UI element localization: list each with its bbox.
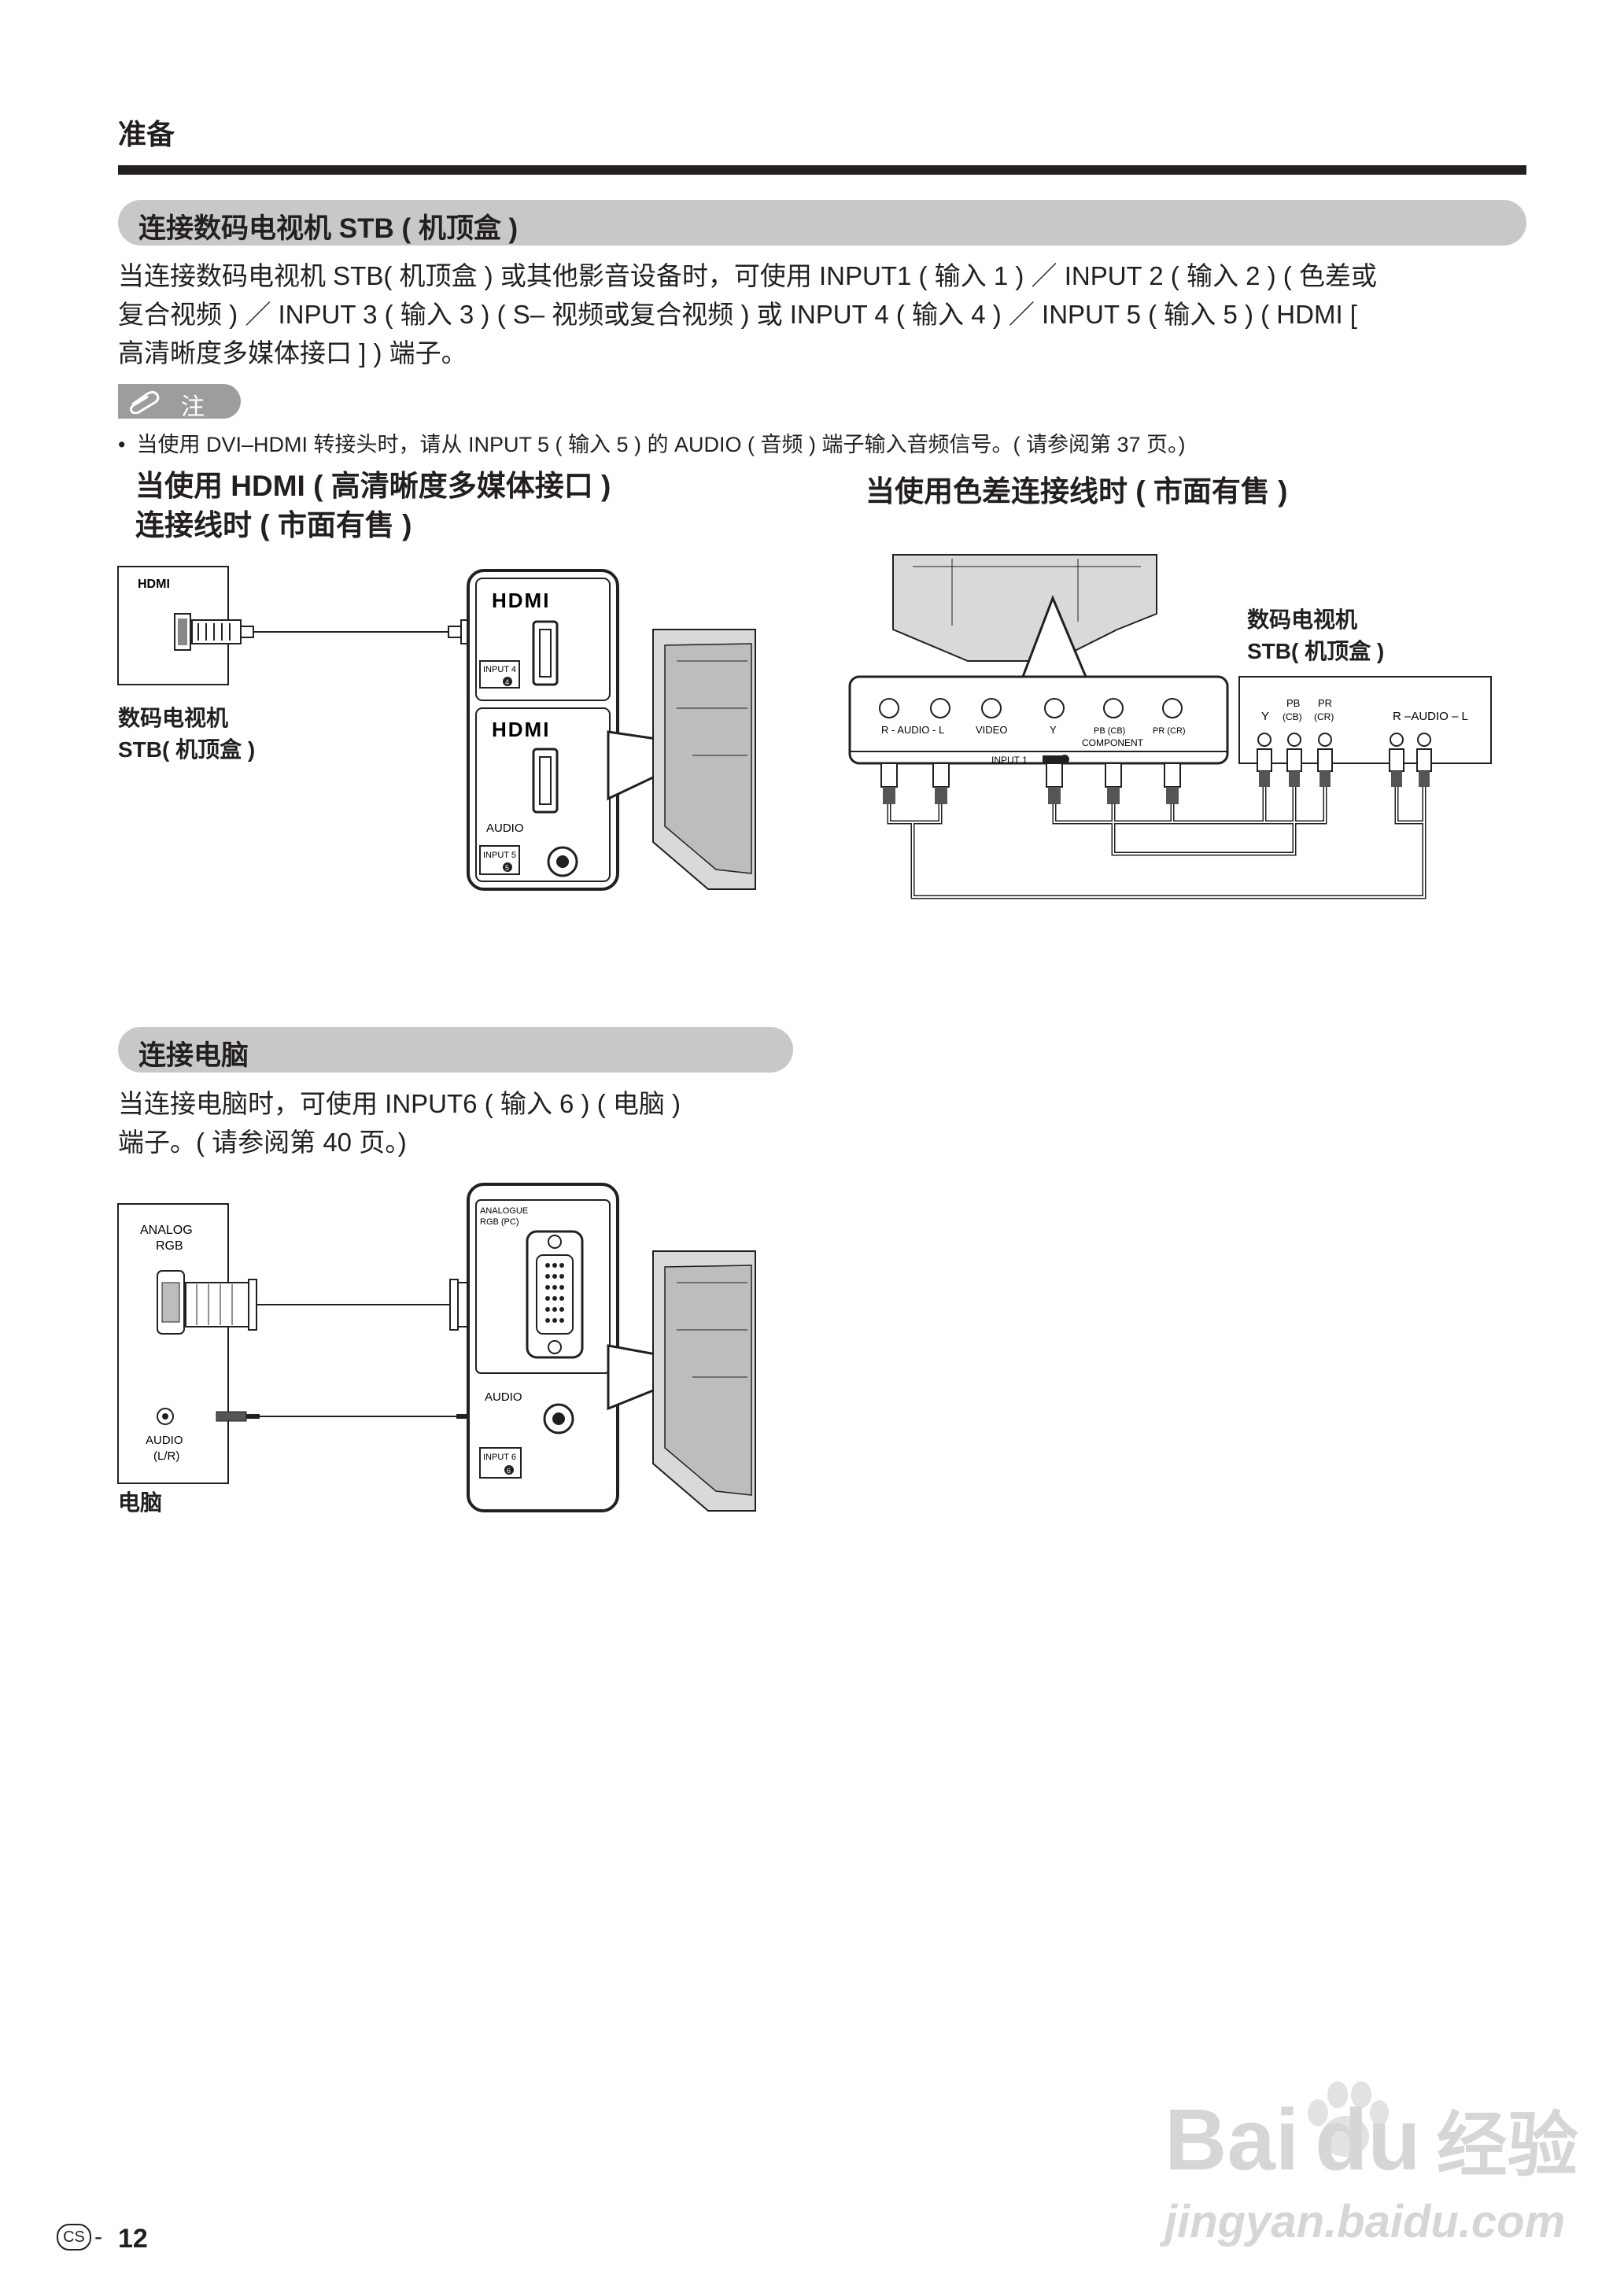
tv-input1-label: INPUT 1 [991,755,1028,766]
pc-paragraph: 当连接电脑时，可使用 INPUT6 ( 输入 6 ) ( 电脑 ) 端子。( 请… [118,1084,810,1161]
page-badge: CS [57,2224,91,2251]
tv-audio-label: AUDIO [486,822,524,835]
tv-jack-label-pb: PB (CB) [1094,726,1125,736]
watermark-brand-b: du [1315,2092,1421,2188]
section-title-stb: 连接数码电视机 STB ( 机顶盒 ) [118,200,1526,246]
page-dash: - [94,2224,102,2250]
pc-rgb-line2: RGB [156,1239,183,1253]
pc-diagram: ANALOG RGB AUDIO (L/R) ANALOGUE RGB (PC)… [117,1183,756,1512]
jack-video [981,698,1002,718]
tv-rgb-line1: ANALOGUE [480,1206,528,1216]
note-label: 注 [181,394,205,420]
section-title-pc-text: 连接电脑 [138,1040,249,1071]
section-title-pc: 连接电脑 [118,1027,793,1073]
pc-audio-line2: (L/R) [153,1449,179,1463]
input4-label: INPUT 4 [483,665,516,674]
tv-hdmi-logo-2: HDMI [492,718,550,741]
input5-number: 5 [505,864,509,872]
tv-jack-label-y: Y [1050,724,1057,736]
tv-jack-label-video: VIDEO [976,724,1007,736]
hdmi-plug-left [191,619,242,644]
page-badge-text: CS [63,2228,85,2246]
header-rule [118,165,1526,175]
hdmi-heading: 当使用 HDMI ( 高清晰度多媒体接口 ) 连接线时 ( 市面有售 ) [135,467,611,545]
input4-number: 4 [505,678,509,686]
input6-number: 6 [507,1467,511,1475]
component-device-label: 数码电视机 STB( 机顶盒 ) [1247,604,1384,667]
tv-jack-label-audio: R - AUDIO - L [881,724,944,736]
watermark-url: jingyan.baidu.com [1164,2196,1566,2247]
bullet: • [118,433,126,456]
stb-paragraph: 当连接数码电视机 STB( 机顶盒 ) 或其他影音设备时，可使用 INPUT1 … [118,257,1534,372]
jack-pb [1103,698,1124,718]
input5-label: INPUT 5 [483,851,516,860]
stb-pr-label: PR [1318,697,1332,709]
paw-logo [1308,2081,1389,2157]
jack-pr [1162,698,1183,718]
note-text: 当使用 DVI–HDMI 转接头时，请从 INPUT 5 ( 输入 5 ) 的 … [136,433,1186,456]
stb-pr-sub: (CR) [1314,711,1334,722]
input6-tag [479,1447,522,1479]
stb-paragraph-line: 高清晰度多媒体接口 ] ) 端子。 [118,338,467,367]
hdmi-device-label: 数码电视机 STB( 机顶盒 ) [118,703,255,766]
jack-y [1044,698,1065,718]
hdmi-heading-line2: 连接线时 ( 市面有售 ) [135,509,412,541]
jack-audio-r [879,698,899,718]
watermark-brand-c: 经验 [1436,2107,1578,2185]
hdmi-diagram: HDMI HDMI INPUT 4 4 HDMI AUDIO INPUT 5 5 [117,566,756,891]
stb-audio-label: R –AUDIO – L [1393,710,1468,723]
tv-component-label: COMPONENT [1082,737,1144,748]
pc-rgb-line1: ANALOG [140,1224,193,1237]
component-device-label-line2: STB( 机顶盒 ) [1247,639,1385,663]
tv-rgb-line2: RGB (PC) [480,1217,519,1227]
component-heading: 当使用色差连接线时 ( 市面有售 ) [866,475,1288,508]
pc-device-label: 电脑 [118,1490,163,1515]
pc-paragraph-line: 端子。( 请参阅第 40 页。) [118,1128,407,1157]
cable-audio-r [887,804,943,825]
component-device-label-line1: 数码电视机 [1247,607,1358,632]
cable-pr [1170,787,1327,825]
stb-hdmi-port-label: HDMI [138,578,170,591]
stb-pb-label: PB [1286,697,1300,709]
hdmi-device-label-line2: STB( 机顶盒 ) [118,737,256,762]
tv-rear-body [892,554,1157,662]
paperclip-icon [129,390,160,414]
tv-pc-audio-label: AUDIO [485,1390,522,1404]
tv-jack-label-pr: PR (CR) [1153,726,1186,736]
stb-pb-sub: (CB) [1283,711,1302,722]
pc-box [117,1203,229,1484]
jack-audio-l [930,698,950,718]
input4-tag [479,660,520,689]
stb-component-box [1238,676,1492,764]
hdmi-heading-line1: 当使用 HDMI ( 高清晰度多媒体接口 ) [135,470,611,502]
note-badge: 注 [118,384,241,420]
section-title-stb-text: 连接数码电视机 STB ( 机顶盒 ) [138,213,519,244]
page-number: 12 [118,2224,148,2254]
stb-paragraph-line: 当连接数码电视机 STB( 机顶盒 ) 或其他影音设备时，可使用 INPUT1 … [118,261,1377,290]
pc-audio-line1: AUDIO [146,1434,183,1447]
stb-paragraph-line: 复合视频 ) ／ INPUT 3 ( 输入 3 ) ( S– 视频或复合视频 )… [118,300,1357,329]
audio-plug-left [216,1411,247,1422]
tv-hdmi-logo-1: HDMI [492,589,550,612]
vga-plug-left [185,1282,249,1327]
component-diagram: R - AUDIO - L VIDEO Y PB (CB) PR (CR) CO… [848,554,1492,899]
stb-y-label: Y [1261,710,1269,723]
tv-input1-panel [848,675,1229,765]
watermark-brand-a: Bai [1164,2092,1300,2188]
note-text-row: • 当使用 DVI–HDMI 转接头时，请从 INPUT 5 ( 输入 5 ) 的… [118,427,1534,458]
input6-label: INPUT 6 [483,1453,516,1462]
hdmi-device-label-line1: 数码电视机 [118,706,229,730]
input5-tag [479,845,520,875]
pc-paragraph-line: 当连接电脑时，可使用 INPUT6 ( 输入 6 ) ( 电脑 ) [118,1089,681,1118]
section-header: 准备 [118,118,175,150]
cable-y [1052,787,1267,825]
